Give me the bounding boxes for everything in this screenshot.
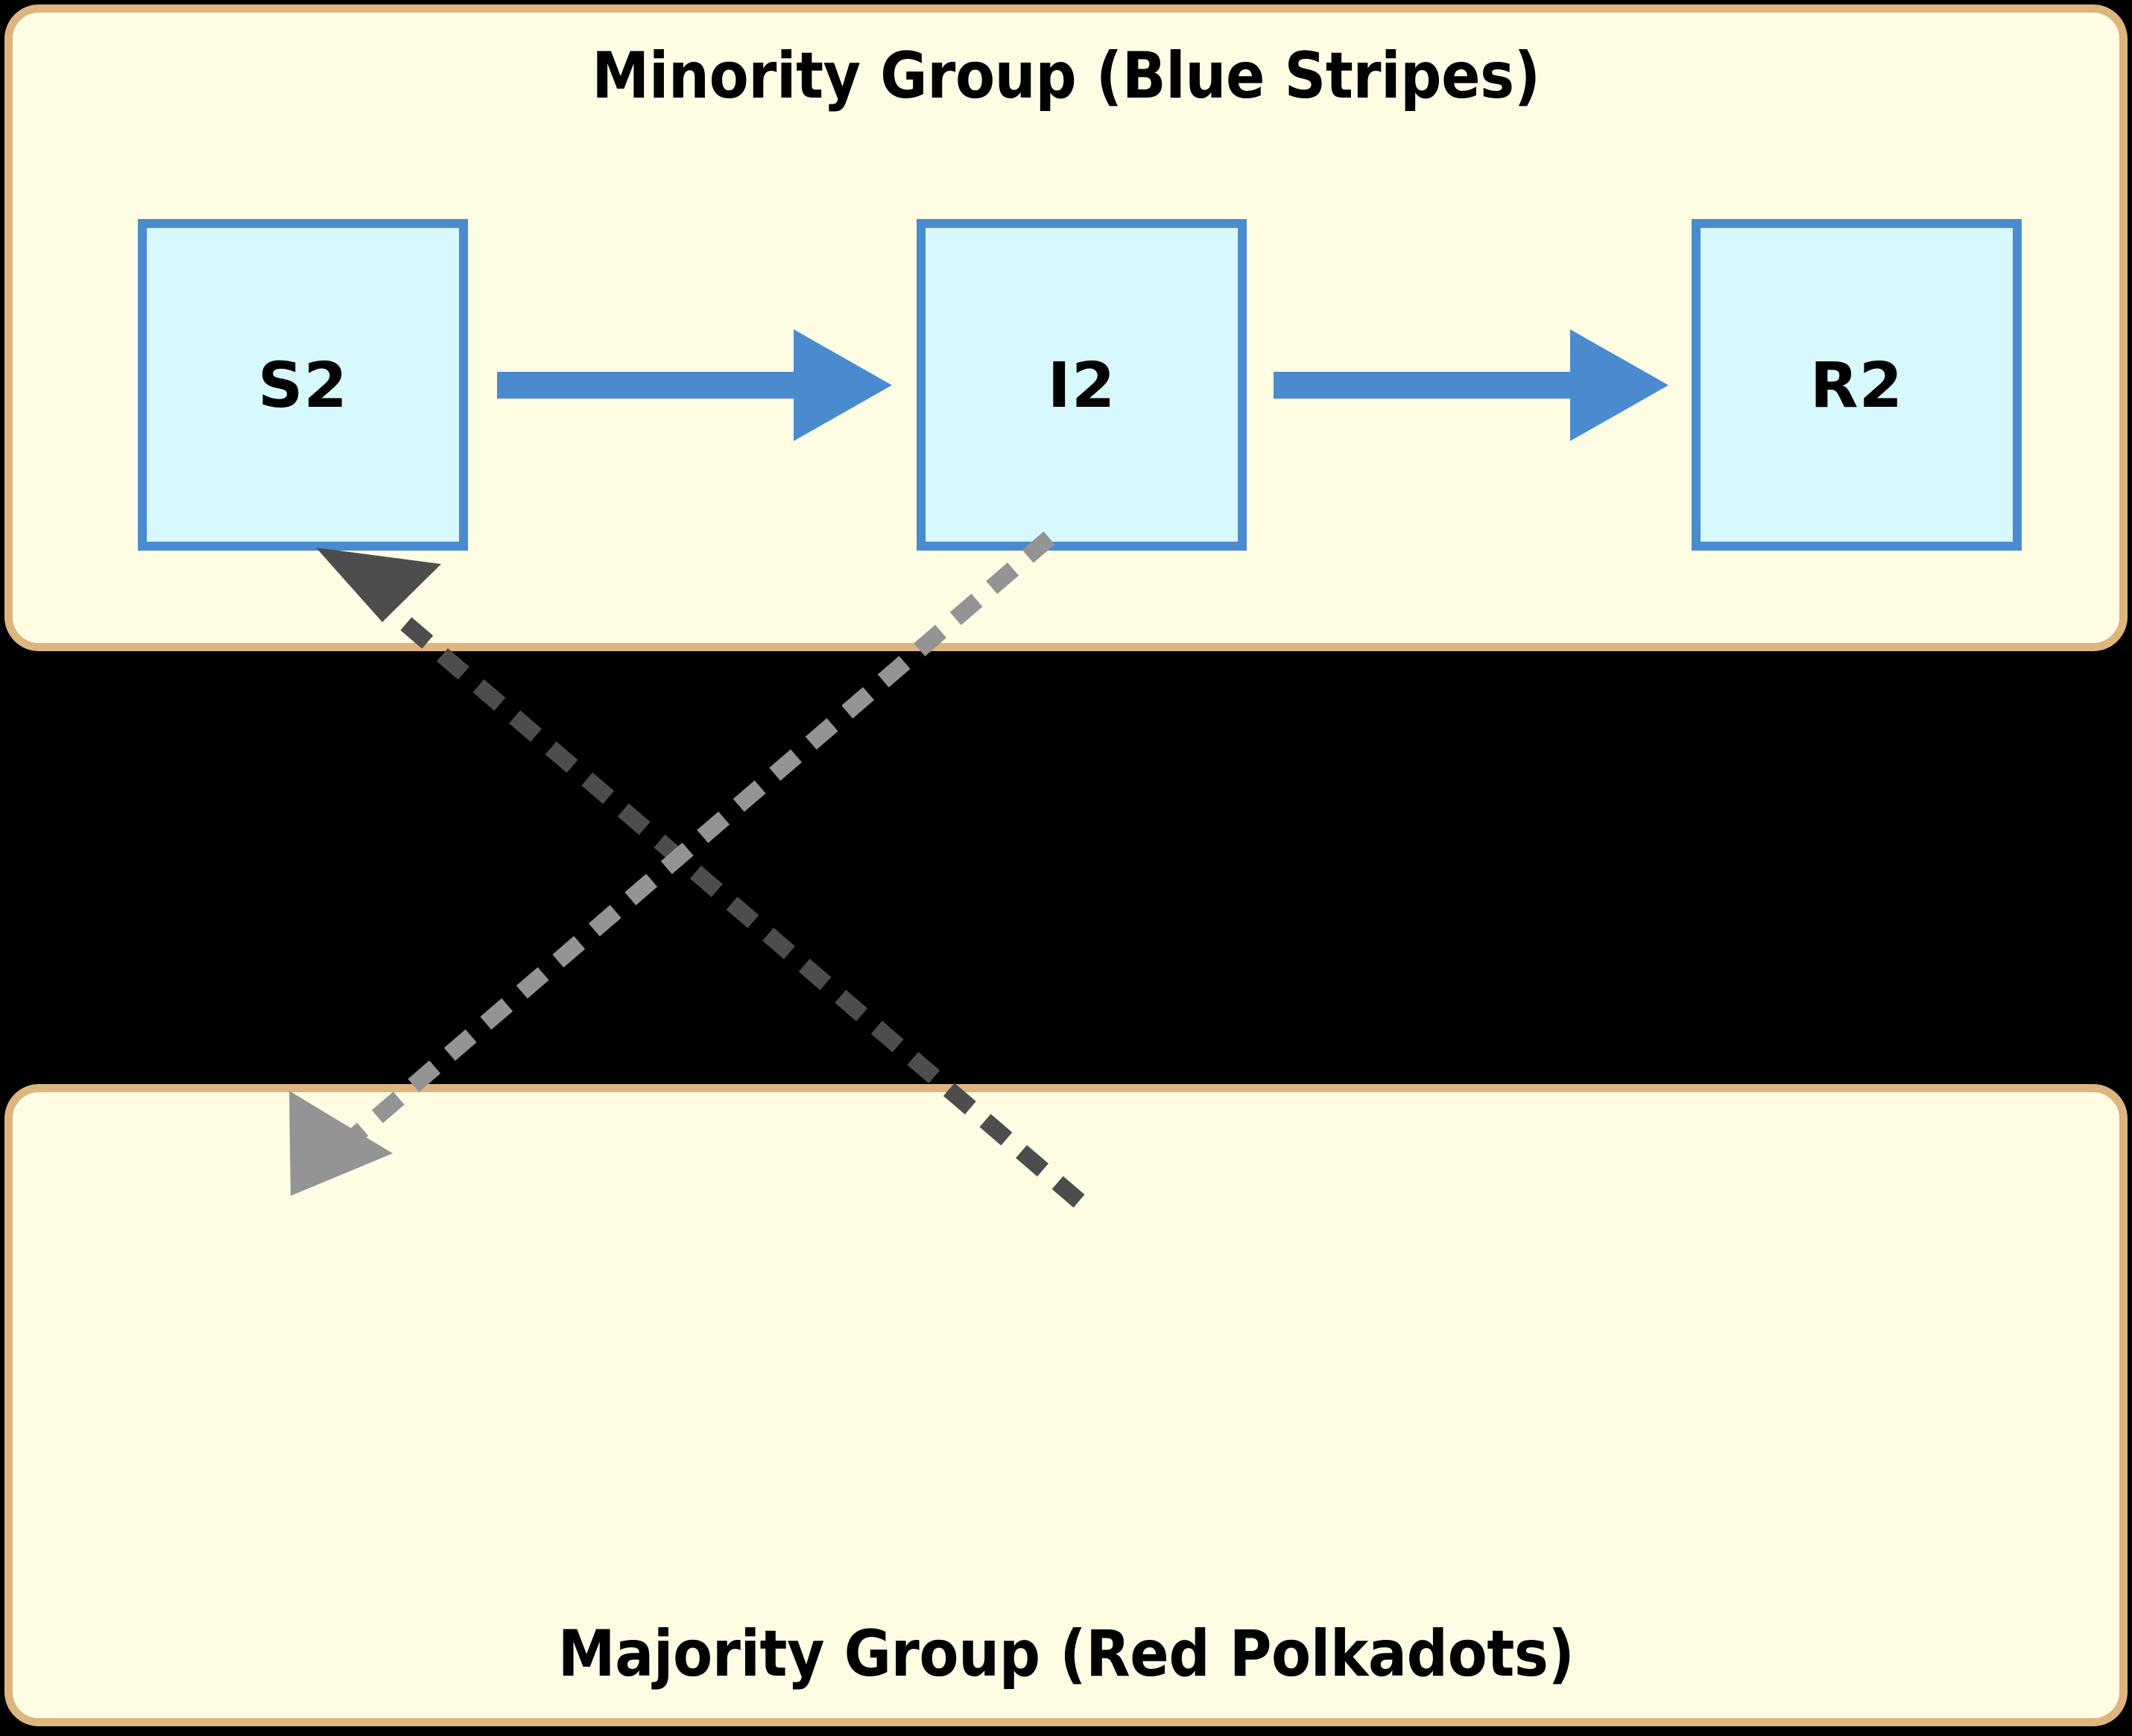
compartment-label-i2: I2 [1047,348,1116,422]
transition-arrow-i2-to-r2 [1274,329,1668,441]
compartment-box-r2[interactable]: R2 [1692,219,2022,551]
group-title-minority: Minority Group (Blue Stripes) [592,39,1540,113]
compartment-box-i2[interactable]: I2 [917,219,1247,551]
group-panel-minority: Minority Group (Blue Stripes) S2 I2 R2 [4,4,2128,651]
compartment-box-s2[interactable]: S2 [138,219,468,551]
group-panel-majority: Majority Group (Red Polkadots) S1 I1 R1 [4,1084,2128,1726]
compartment-label-r2: R2 [1809,348,1904,422]
compartment-label-s2: S2 [258,348,348,422]
transition-arrow-s2-to-i2 [497,329,892,441]
group-title-majority: Majority Group (Red Polkadots) [557,1617,1575,1691]
